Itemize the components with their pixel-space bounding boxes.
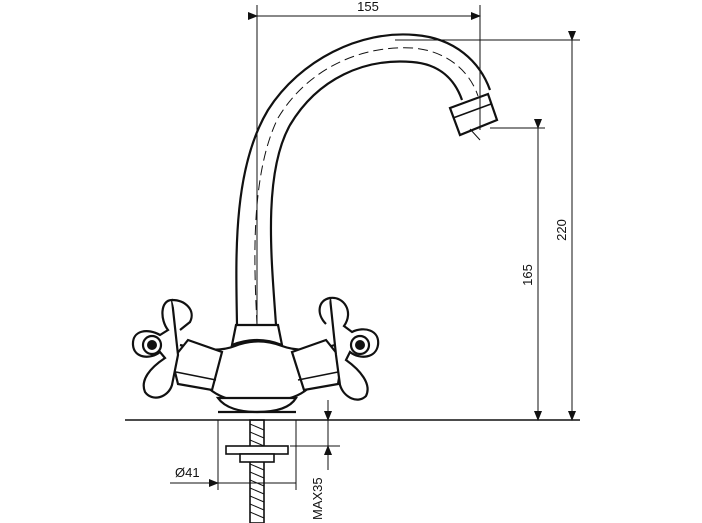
left-valve xyxy=(170,338,224,392)
dim-max: MAX35 xyxy=(290,400,340,520)
dim-155: 155 xyxy=(248,0,481,325)
left-cross-handle xyxy=(131,298,193,399)
dim-max-label: MAX35 xyxy=(310,477,325,520)
dim-155-label: 155 xyxy=(357,0,379,14)
spout xyxy=(235,33,492,326)
dim-diameter-label: Ø41 xyxy=(175,465,200,480)
dim-diameter: Ø41 xyxy=(170,420,297,490)
mixer-body xyxy=(179,340,336,414)
dim-220-label: 220 xyxy=(554,219,569,241)
aerator xyxy=(448,92,499,141)
dim-165-label: 165 xyxy=(520,264,535,286)
dim-165: 165 xyxy=(490,119,545,421)
mounting-stud xyxy=(225,419,289,523)
dim-220: 220 xyxy=(395,31,580,421)
spout-collar xyxy=(230,323,284,347)
right-cross-handle xyxy=(318,296,380,401)
